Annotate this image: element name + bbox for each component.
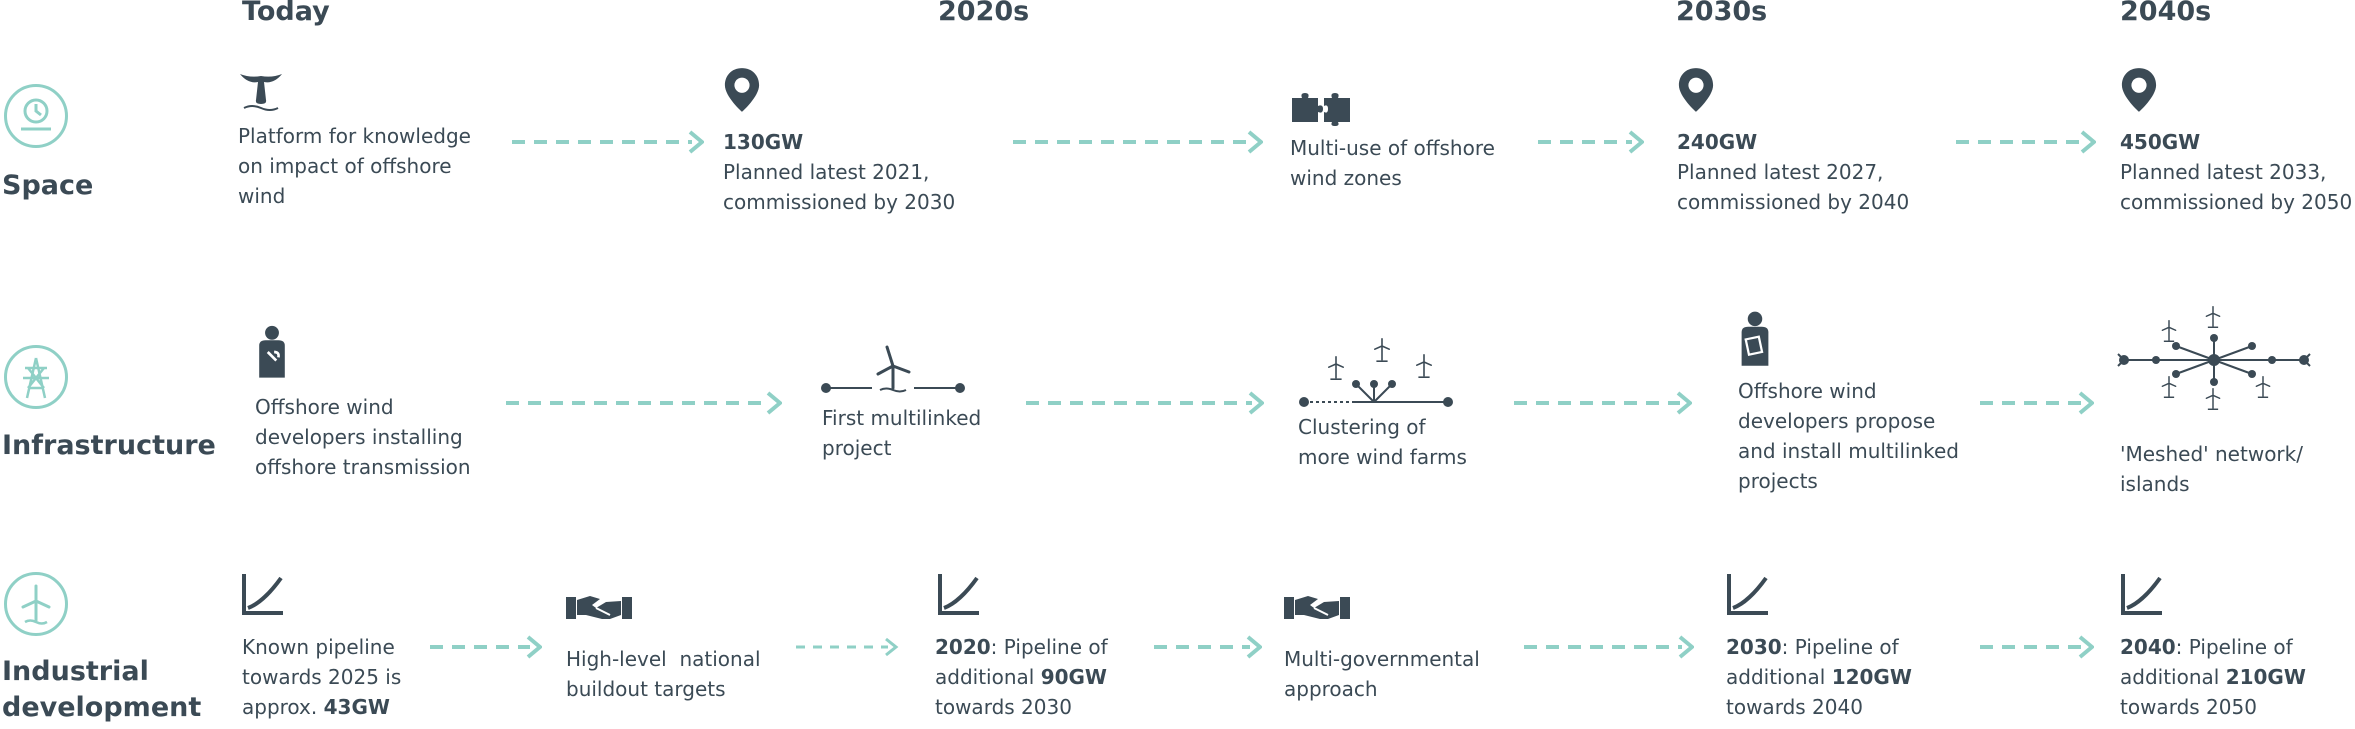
header-2030s: 2030s (1676, 0, 1768, 27)
arrow (1980, 391, 2094, 415)
arrow (796, 637, 899, 657)
arrow (1956, 130, 2096, 154)
cluster-wind-farms-icon (1299, 338, 1453, 407)
row-label-space: Space (2, 170, 94, 201)
handshake-icon (566, 590, 632, 622)
infra-meshed-text: 'Meshed' network/islands (2120, 442, 2303, 496)
worker-icon (256, 324, 288, 380)
growth-chart-icon (241, 572, 285, 616)
location-pin-icon (723, 66, 761, 114)
whale-tail-icon (240, 74, 282, 111)
arrow (1524, 635, 1694, 659)
arrow (1514, 391, 1692, 415)
globe-person-icon (4, 84, 68, 148)
arrow (1980, 635, 2094, 659)
arrow (512, 130, 704, 154)
row-label-infrastructure: Infrastructure (2, 430, 216, 461)
growth-chart-icon (937, 572, 981, 616)
arrow (1538, 130, 1644, 154)
location-pin-icon (2120, 66, 2158, 114)
growth-chart-icon (1726, 572, 1770, 616)
arrow (430, 635, 542, 659)
arrow (1154, 635, 1262, 659)
header-2040s: 2040s (2120, 0, 2212, 27)
puzzle-icon (1292, 93, 1350, 126)
location-pin-icon (1677, 66, 1715, 114)
multilink-turbine-icon (821, 345, 965, 393)
header-today: Today (242, 0, 330, 27)
arrow (1013, 130, 1263, 154)
header-2020s: 2020s (938, 0, 1030, 27)
meshed-network-icon (2117, 306, 2311, 410)
row-label-industrial: Industrial development (2, 656, 202, 723)
worker-icon (1738, 310, 1772, 368)
arrow (506, 391, 782, 415)
transmission-tower-icon (4, 345, 68, 409)
arrow (1026, 391, 1264, 415)
handshake-icon (1284, 590, 1350, 622)
growth-chart-icon (2120, 572, 2164, 616)
wind-turbine-icon (4, 572, 68, 636)
